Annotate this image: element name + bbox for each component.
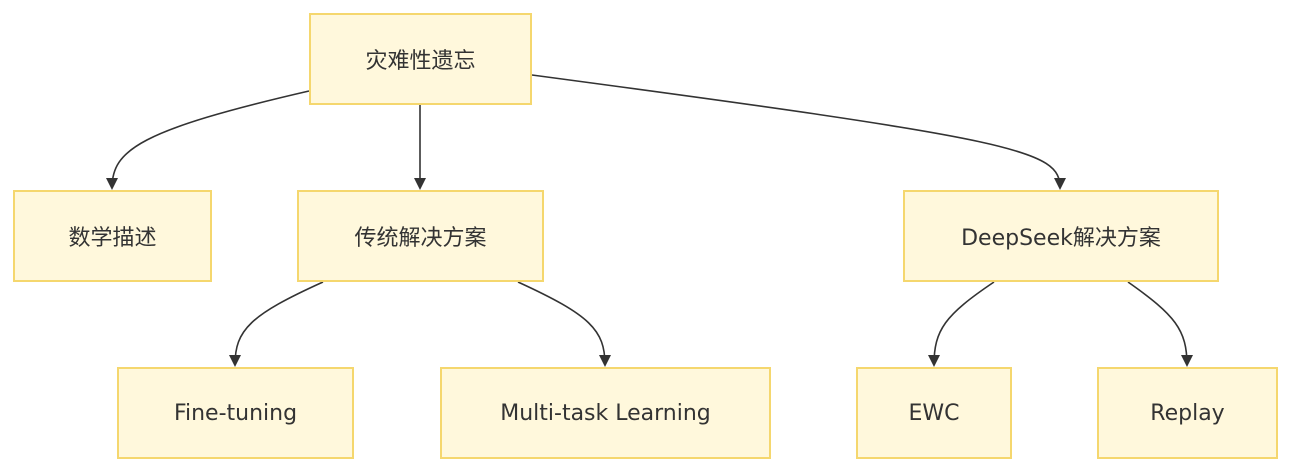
node-traditional-solutions: 传统解决方案 <box>297 190 544 282</box>
node-deepseek-solutions: DeepSeek解决方案 <box>903 190 1219 282</box>
edge-traditional-to-multitask <box>517 281 611 367</box>
node-ewc: EWC <box>856 367 1012 459</box>
edge-root-to-deepseek <box>531 74 1066 190</box>
edge-deepseek-to-ewc <box>928 281 995 367</box>
node-replay: Replay <box>1097 367 1278 459</box>
node-multi-task-learning: Multi-task Learning <box>440 367 771 459</box>
node-catastrophic-forgetting: 灾难性遗忘 <box>309 13 532 105</box>
edge-root-to-math <box>106 90 310 190</box>
edge-deepseek-to-replay <box>1127 281 1193 367</box>
node-math-description: 数学描述 <box>13 190 212 282</box>
node-fine-tuning: Fine-tuning <box>117 367 354 459</box>
edge-traditional-to-finetuning <box>229 281 324 367</box>
